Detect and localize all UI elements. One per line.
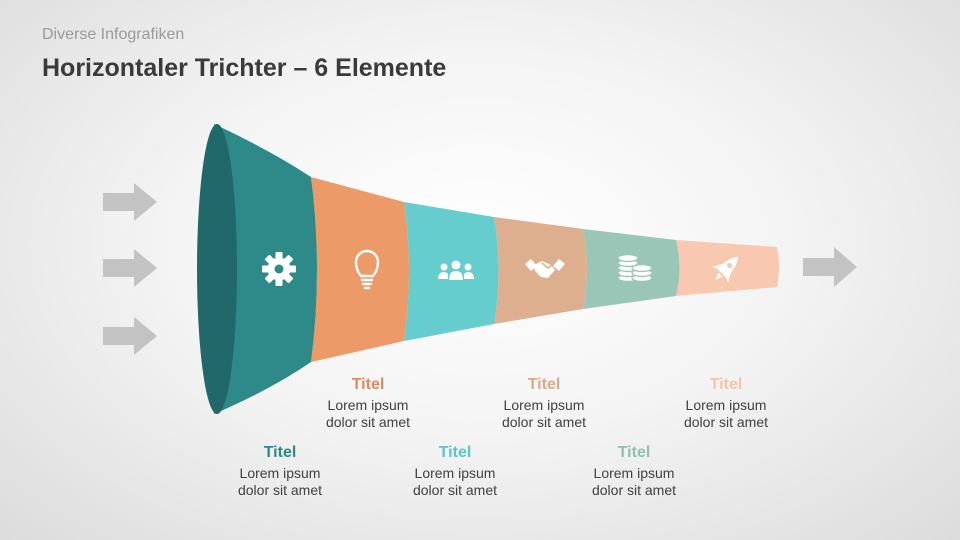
label-text-line: dolor sit amet: [591, 482, 677, 498]
label-title: Titel: [617, 444, 651, 461]
label-title: Titel: [351, 376, 385, 393]
lightbulb-icon: [354, 249, 380, 290]
page-subtitle: Diverse Infografiken: [42, 26, 185, 43]
label-title: Titel: [263, 444, 297, 461]
label-text-line: Lorem ipsum: [414, 465, 496, 481]
input-arrow-1: [103, 183, 157, 221]
label-segment-1: Titel Lorem ipsum dolor sit amet: [205, 443, 355, 499]
funnel-segment-3: [404, 202, 499, 341]
funnel-segment-2: [311, 177, 409, 362]
label-text-line: dolor sit amet: [237, 482, 323, 498]
funnel-mouth: [197, 124, 237, 414]
label-text-line: dolor sit amet: [501, 414, 587, 430]
handshake-icon: [525, 259, 565, 278]
rocket-icon: [712, 256, 739, 283]
label-title: Titel: [709, 376, 743, 393]
gear-icon: [262, 252, 296, 286]
coins-icon: [617, 253, 653, 283]
label-segment-5: Titel Lorem ipsum dolor sit amet: [559, 443, 709, 499]
label-text-line: Lorem ipsum: [239, 465, 321, 481]
label-segment-3: Titel Lorem ipsum dolor sit amet: [380, 443, 530, 499]
label-title: Titel: [527, 376, 561, 393]
label-segment-6: Titel Lorem ipsum dolor sit amet: [651, 375, 801, 431]
label-text-line: dolor sit amet: [325, 414, 411, 430]
label-text-line: Lorem ipsum: [593, 465, 675, 481]
label-text-line: Lorem ipsum: [327, 397, 409, 413]
label-title: Titel: [438, 444, 472, 461]
label-segment-4: Titel Lorem ipsum dolor sit amet: [469, 375, 619, 431]
input-arrow-3: [103, 317, 157, 355]
output-arrow: [803, 247, 857, 287]
page-title: Horizontaler Trichter – 6 Elemente: [42, 54, 447, 82]
input-arrow-2: [103, 249, 157, 287]
label-text-line: Lorem ipsum: [503, 397, 585, 413]
team-icon: [438, 260, 474, 280]
label-segment-2: Titel Lorem ipsum dolor sit amet: [293, 375, 443, 431]
label-text-line: Lorem ipsum: [685, 397, 767, 413]
label-text-line: dolor sit amet: [412, 482, 498, 498]
label-text-line: dolor sit amet: [683, 414, 769, 430]
